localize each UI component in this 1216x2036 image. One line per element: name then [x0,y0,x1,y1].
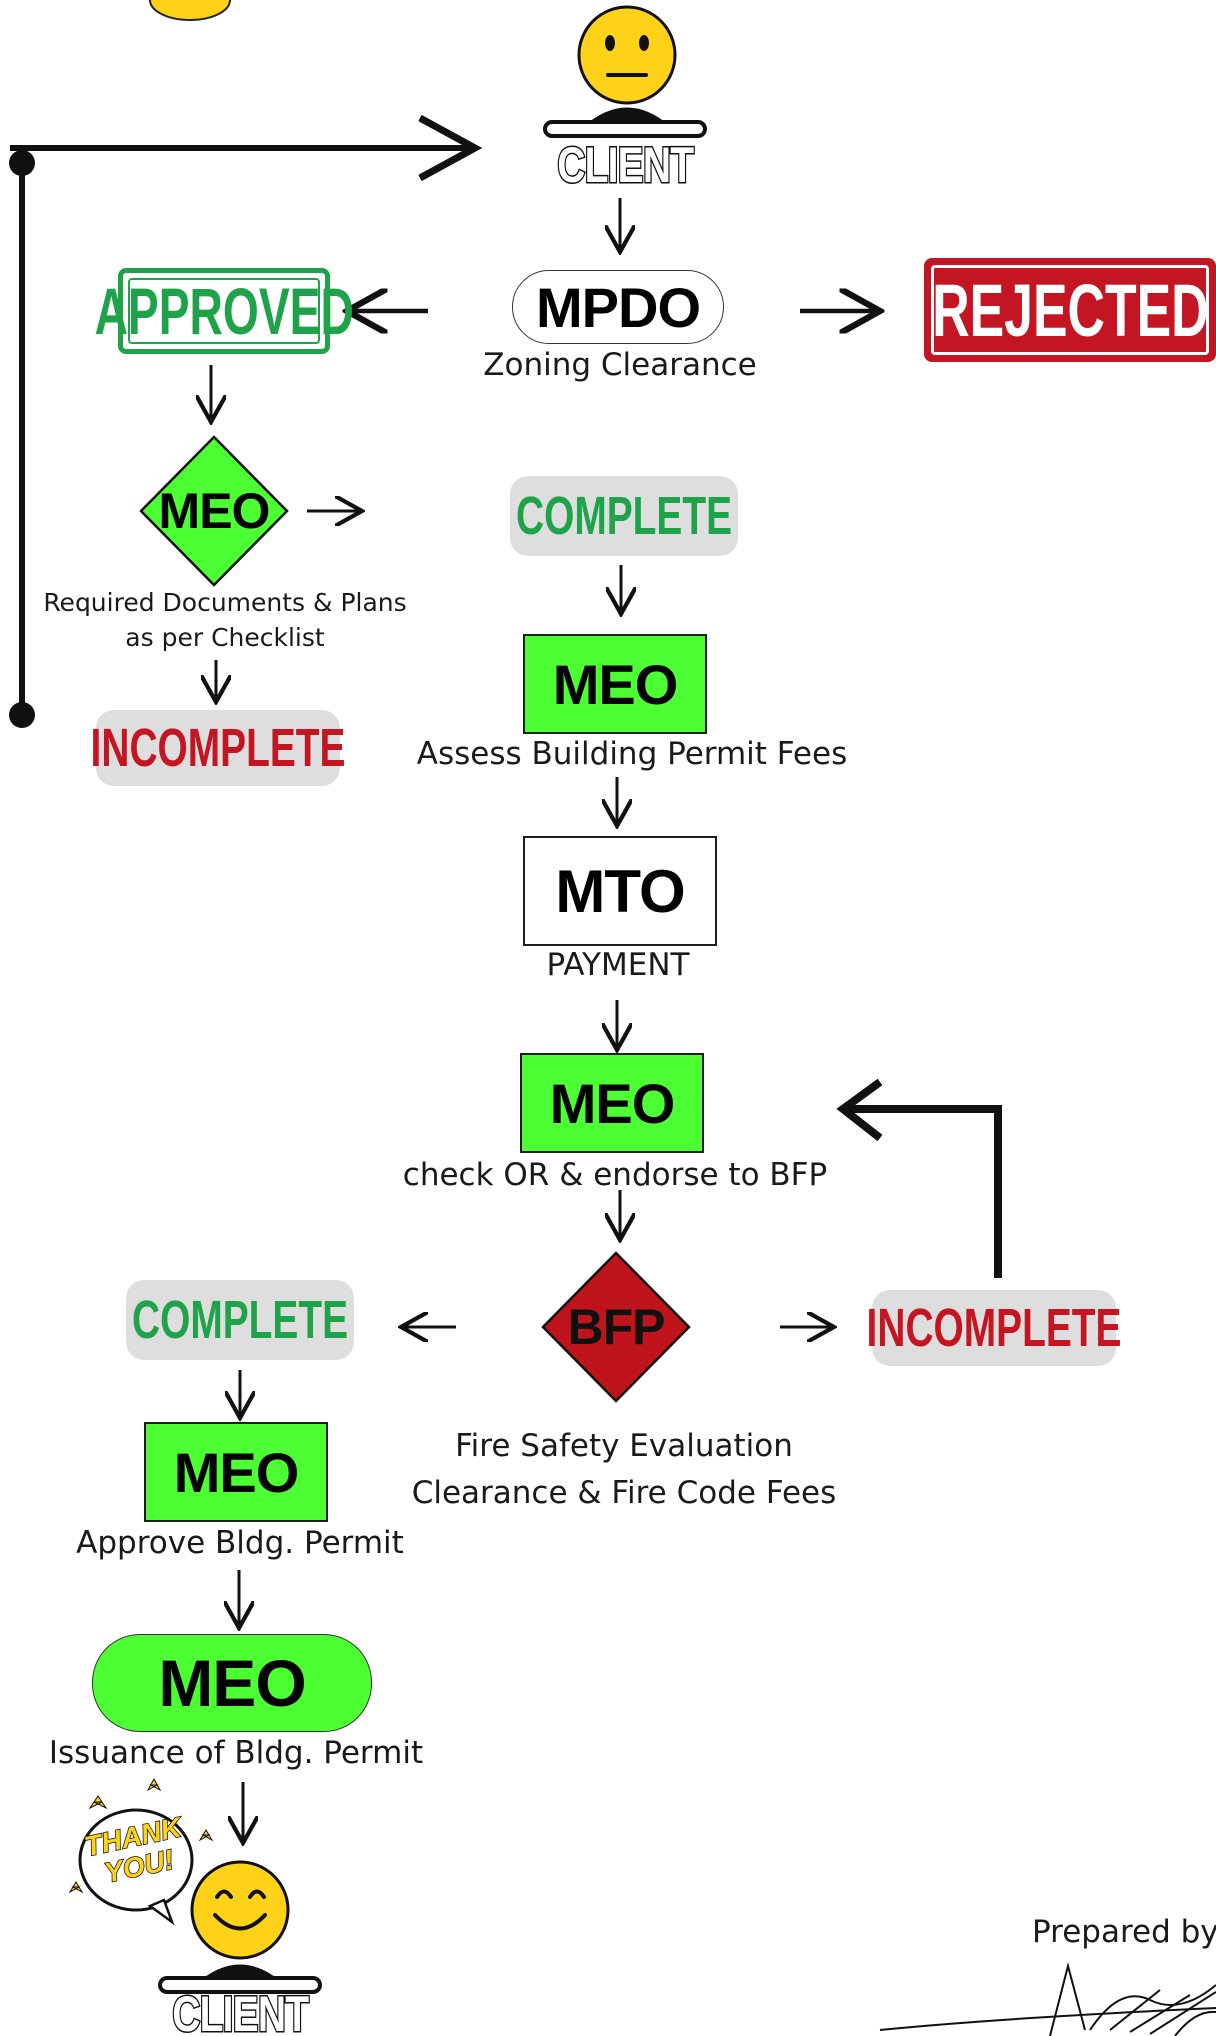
bfp-caption-2: Clearance & Fire Code Fees [411,1475,837,1511]
incomplete-pill-2: INCOMPLETE [867,1290,1121,1366]
complete-2-label: COMPLETE [132,1290,349,1350]
bfp-loop-line [845,1105,1002,1278]
meo-diamond-caption: Required Documents & Plans as per Checkl… [30,585,420,655]
partial-logo-icon [149,0,231,21]
bfp-diamond-shape [541,1251,691,1403]
meo-check-caption: check OR & endorse to BFP [402,1157,828,1193]
client-label-bottom: CLIENT [158,1988,322,2036]
incomplete-1-label: INCOMPLETE [90,718,346,778]
complete-1-label: COMPLETE [516,486,733,546]
smiling-face-icon [158,1860,322,1994]
mto-label: MTO [555,857,685,925]
meo-diamond-node: MEO [144,476,284,546]
bfp-loop-arrowhead [836,1078,883,1142]
client-top-text: CLIENT [556,136,695,195]
client-label-top: CLIENT [543,136,707,195]
client-bottom-text: CLIENT [171,1988,310,2036]
meo-approve-node: MEO [144,1422,328,1522]
meo-issue-label: MEO [158,1646,306,1720]
bfp-caption-1: Fire Safety Evaluation [455,1428,793,1464]
meo-issue-node: MEO [92,1634,372,1732]
meo-assess-node: MEO [523,634,707,734]
mto-caption: PAYMENT [546,947,690,983]
return-loop-arrowhead [418,114,483,182]
mpdo-caption: Zoning Clearance [483,347,757,383]
loop-dot-bottom [9,702,35,728]
meo-check-node: MEO [520,1053,704,1153]
complete-pill-2: COMPLETE [126,1280,354,1360]
meo-issue-caption: Issuance of Bldg. Permit [48,1735,424,1771]
neutral-face-icon [543,5,707,138]
rejected-stamp: REJECTED [924,258,1216,362]
mpdo-node: MPDO [512,270,724,344]
meo-diamond-shape [139,435,289,587]
rejected-label: REJECTED [931,268,1209,352]
incomplete-2-label: INCOMPLETE [866,1298,1122,1358]
meo-diamond-caption-line2: as per Checklist [125,623,325,652]
loop-dot-top [9,150,35,176]
mto-node: MTO [523,836,717,946]
meo-approve-caption: Approve Bldg. Permit [76,1525,404,1561]
bfp-node: BFP [553,1292,679,1362]
incomplete-pill-1: INCOMPLETE [91,710,345,786]
thank-you-bubble-icon [68,1777,214,1926]
bfp-label: BFP [567,1299,666,1355]
meo-diamond-caption-line1: Required Documents & Plans [43,588,407,617]
meo-assess-label: MEO [552,652,679,716]
meo-assess-caption: Assess Building Permit Fees [416,736,848,772]
approved-label: APPROVED [94,274,354,348]
signature-icon [879,1962,1216,2036]
mpdo-label: MPDO [536,275,701,339]
meo-check-label: MEO [549,1071,676,1135]
complete-pill-1: COMPLETE [510,476,738,556]
meo-approve-label: MEO [173,1440,300,1504]
approved-stamp: APPROVED [94,268,354,354]
meo-diamond-label: MEO [158,483,271,539]
prepared-by-text: Prepared by [1032,1914,1216,1950]
